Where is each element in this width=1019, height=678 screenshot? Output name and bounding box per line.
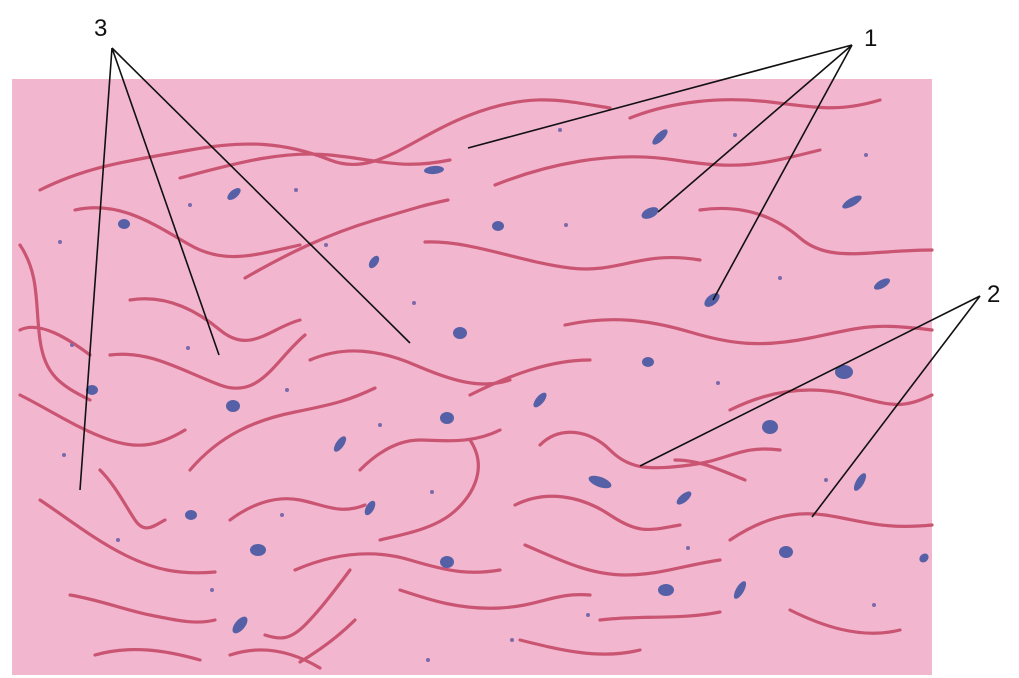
- speck: [716, 381, 720, 385]
- speck: [564, 223, 568, 227]
- nucleus: [642, 357, 654, 367]
- speck: [426, 658, 430, 662]
- speck: [864, 153, 868, 157]
- speck: [686, 546, 690, 550]
- nucleus: [492, 221, 504, 231]
- nucleus: [779, 546, 793, 558]
- speck: [430, 490, 434, 494]
- nucleus: [226, 400, 240, 412]
- speck: [412, 301, 416, 305]
- nucleus: [453, 327, 467, 339]
- speck: [188, 203, 192, 207]
- speck: [70, 343, 74, 347]
- speck: [280, 513, 284, 517]
- speck: [733, 133, 737, 137]
- speck: [558, 128, 562, 132]
- nucleus: [658, 584, 674, 596]
- speck: [186, 346, 190, 350]
- tissue-background: [12, 79, 932, 675]
- speck: [58, 240, 62, 244]
- speck: [378, 423, 382, 427]
- nucleus: [250, 544, 266, 556]
- speck: [294, 188, 298, 192]
- speck: [586, 613, 590, 617]
- nucleus: [440, 556, 454, 568]
- nucleus: [185, 510, 197, 520]
- label-1: 1: [864, 25, 877, 52]
- speck: [285, 388, 289, 392]
- speck: [324, 243, 328, 247]
- speck: [510, 638, 514, 642]
- speck: [62, 453, 66, 457]
- speck: [210, 588, 214, 592]
- nucleus: [762, 420, 778, 434]
- nucleus: [440, 412, 454, 424]
- label-2: 2: [987, 281, 1000, 308]
- label-3: 3: [94, 15, 107, 42]
- nucleus: [118, 219, 130, 229]
- speck: [116, 538, 120, 542]
- speck: [824, 478, 828, 482]
- speck: [778, 276, 782, 280]
- speck: [872, 603, 876, 607]
